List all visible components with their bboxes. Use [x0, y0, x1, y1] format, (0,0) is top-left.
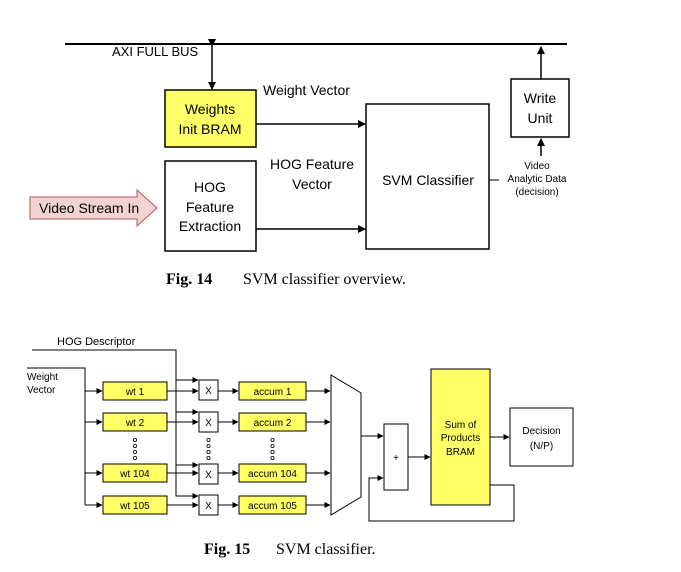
- accum-box-1-label: accum 1: [254, 387, 292, 398]
- ellipsis-dots: [132, 437, 275, 460]
- multiplexer: [330, 374, 362, 516]
- hog-feature-extraction: [164, 160, 257, 252]
- multiplier-1: [198, 379, 219, 401]
- svm-classifier-block: [365, 103, 490, 250]
- decision-line2: (N/P): [530, 441, 553, 452]
- video-stream-in-arrow: [29, 188, 158, 228]
- weights-bram-line2: Init BRAM: [178, 121, 241, 137]
- fig14-caption-number: Fig. 14: [166, 271, 212, 288]
- weight-box-2-label: wt 2: [125, 418, 145, 429]
- weights-bram-line1: Weights: [185, 101, 235, 117]
- fig14-caption-text: SVM classifier overview.: [243, 271, 406, 288]
- weight-vector-label-2: Vector: [27, 385, 56, 396]
- fig15-caption-number: Fig. 15: [204, 541, 250, 558]
- hog-extraction-line3: Extraction: [179, 218, 241, 234]
- accum-box-2-label: accum 2: [254, 418, 292, 429]
- sum-of-products-bram: [430, 368, 491, 506]
- multiplier-1-label: X: [205, 386, 212, 397]
- video-analytic-line3: (decision): [515, 187, 558, 198]
- weight-vector-bus: [27, 367, 86, 505]
- weight-vector-label: Weight Vector: [263, 82, 350, 98]
- hog-descriptor-label: HOG Descriptor: [57, 336, 136, 348]
- fig14-overview: AXI FULL BUS Weights Init BRAM Weight Ve…: [29, 39, 570, 288]
- video-analytic-line2: Analytic Data: [508, 174, 567, 185]
- svm-classifier-label: SVM Classifier: [382, 172, 474, 188]
- sop-line1: Sum of: [445, 420, 477, 431]
- multiplier-105-label: X: [205, 501, 212, 512]
- hog-extraction-line2: Feature: [186, 199, 234, 215]
- write-unit-block: [510, 78, 570, 138]
- multiplier-2-label: X: [205, 418, 212, 429]
- weight-box-105-label: wt 105: [119, 501, 150, 512]
- feedback-loop: [368, 475, 515, 522]
- decision-block: [509, 407, 574, 467]
- weight-box-104-label: wt 104: [119, 469, 150, 480]
- weight-vector-label-1: Weight: [27, 372, 58, 383]
- hog-descriptor-line: [32, 349, 199, 499]
- weights-init-bram: [164, 89, 257, 148]
- weight-box-1-label: wt 1: [125, 387, 145, 398]
- fig15-svm-classifier: HOG Descriptor Weight Vector wt 1 wt 2 w…: [27, 336, 574, 558]
- hog-feature-vector-label-2: Vector: [292, 176, 332, 192]
- fig15-caption-text: SVM classifier.: [276, 541, 376, 558]
- write-unit-line2: Unit: [528, 110, 553, 126]
- hog-extraction-line1: HOG: [194, 179, 226, 195]
- sop-line3: BRAM: [446, 447, 475, 458]
- accum-box-104-label: accum 104: [248, 469, 297, 480]
- write-unit-line1: Write: [524, 90, 557, 106]
- decision-line1: Decision: [522, 426, 560, 437]
- adder-block: [383, 423, 409, 491]
- axi-bus-label: AXI FULL BUS: [112, 44, 199, 59]
- adder-label: +: [393, 453, 399, 464]
- video-stream-in-label: Video Stream In: [39, 200, 139, 216]
- accum-box-105-label: accum 105: [248, 501, 297, 512]
- sop-line2: Products: [441, 433, 480, 444]
- multiplier-104: [198, 463, 219, 485]
- video-analytic-line1: Video: [524, 161, 550, 172]
- multiplier-104-label: X: [205, 470, 212, 481]
- hog-feature-vector-label-1: HOG Feature: [270, 156, 354, 172]
